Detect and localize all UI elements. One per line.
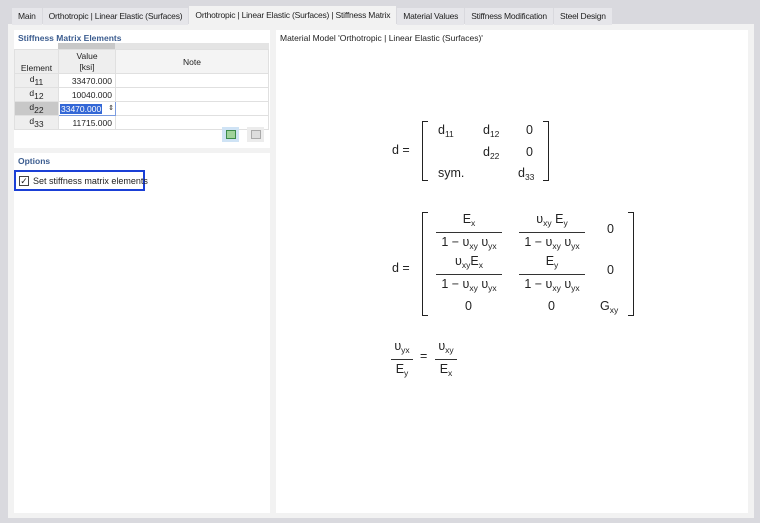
d22: d22 xyxy=(483,145,500,161)
zero: 0 xyxy=(548,299,555,313)
checkbox-label: Set stiffness matrix elements xyxy=(33,176,148,186)
cell-value[interactable]: 10040.000 xyxy=(58,87,116,102)
zero: 0 xyxy=(526,145,533,159)
d33: d33 xyxy=(518,166,535,182)
sym: sym. xyxy=(438,166,465,180)
gxy: Gxy xyxy=(600,299,619,315)
checkbox[interactable]: ✓ xyxy=(19,176,29,186)
export-icon xyxy=(251,130,261,139)
cell-element: d33 xyxy=(14,115,59,130)
header-value: Value[ksi] xyxy=(58,49,116,74)
spinner-arrows-icon[interactable]: ⇕ xyxy=(108,104,114,112)
cell-element: d11 xyxy=(14,73,59,88)
zero: 0 xyxy=(607,263,614,277)
column-spacer xyxy=(115,43,269,49)
tab-stiffness-modification[interactable]: Stiffness Modification xyxy=(465,8,553,25)
table-row[interactable]: d12 10040.000 xyxy=(14,87,269,102)
value-spinner[interactable]: 33470.000 ⇕ xyxy=(58,101,116,116)
right-bracket xyxy=(628,212,634,316)
cell-element: d22 xyxy=(14,101,59,116)
tab-steel-design[interactable]: Steel Design xyxy=(553,8,612,25)
zero: 0 xyxy=(465,299,472,313)
header-note: Note xyxy=(115,49,269,74)
left-bracket xyxy=(422,121,428,181)
cell-value[interactable]: 11715.000 xyxy=(58,115,116,130)
left-bracket xyxy=(422,212,428,316)
tab-stiffness-matrix[interactable]: Orthotropic | Linear Elastic (Surfaces) … xyxy=(189,6,397,25)
options-panel: Options ✓ Set stiffness matrix elements xyxy=(14,153,270,513)
cell-note[interactable] xyxy=(115,73,269,88)
lhs: d = xyxy=(392,261,410,275)
table-row[interactable]: d11 33470.000 xyxy=(14,73,269,88)
tab-main[interactable]: Main xyxy=(12,8,42,25)
import-button[interactable] xyxy=(222,127,239,142)
import-icon xyxy=(226,130,236,139)
right-bracket xyxy=(543,121,549,181)
formula-panel: Material Model 'Orthotropic | Linear Ela… xyxy=(276,30,748,513)
zero: 0 xyxy=(526,123,533,137)
stiffness-table: Element Value[ksi] Note d11 33470.000 d1… xyxy=(14,49,269,130)
table-row[interactable]: d22 33470.000 ⇕ xyxy=(14,101,269,116)
equals: = xyxy=(420,349,428,363)
lhs: d = xyxy=(392,143,410,157)
zero: 0 xyxy=(607,222,614,236)
table-row[interactable]: d33 11715.000 xyxy=(14,115,269,130)
export-button[interactable] xyxy=(247,127,264,142)
tab-orthotropic[interactable]: Orthotropic | Linear Elastic (Surfaces) xyxy=(42,8,189,25)
d12: d12 xyxy=(483,123,500,139)
cell-note[interactable] xyxy=(115,115,269,130)
value-input[interactable]: 33470.000 xyxy=(60,103,103,114)
column-highlight xyxy=(58,43,115,49)
stiffness-checkbox-row[interactable]: ✓ Set stiffness matrix elements xyxy=(14,170,148,191)
d11: d11 xyxy=(438,123,454,139)
cell-note[interactable] xyxy=(115,87,269,102)
cell-element: d12 xyxy=(14,87,59,102)
stiffness-panel: Stiffness Matrix Elements Element Value[… xyxy=(14,30,270,148)
cell-value[interactable]: 33470.000 xyxy=(58,73,116,88)
cell-note[interactable] xyxy=(115,101,269,116)
stiffness-title: Stiffness Matrix Elements xyxy=(18,33,122,43)
options-title: Options xyxy=(18,156,51,166)
material-model-title: Material Model 'Orthotropic | Linear Ela… xyxy=(280,33,483,43)
tab-material-values[interactable]: Material Values xyxy=(397,8,465,25)
header-element: Element xyxy=(14,49,59,74)
tab-bar: Main Orthotropic | Linear Elastic (Surfa… xyxy=(12,6,612,25)
